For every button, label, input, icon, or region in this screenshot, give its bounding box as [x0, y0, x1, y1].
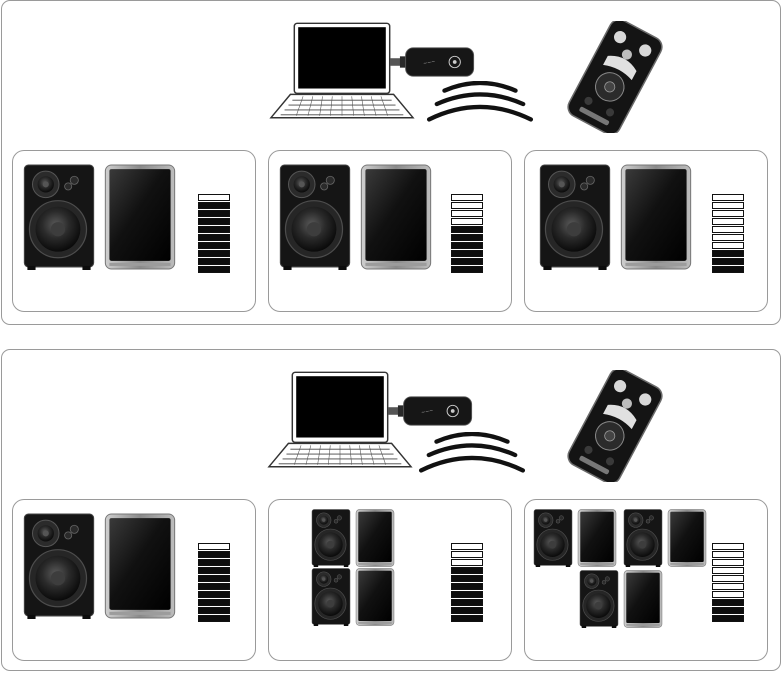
level-segment: [198, 551, 230, 558]
level-segment: [712, 258, 744, 265]
level-segment: [451, 266, 483, 273]
level-segment: [198, 607, 230, 614]
level-segment: [712, 591, 744, 598]
zone-2: [268, 150, 512, 312]
speaker-icon: [579, 570, 619, 628]
level-segment: [451, 575, 483, 582]
level-meter: [712, 543, 744, 623]
level-segment: [198, 194, 230, 201]
level-segment: [198, 210, 230, 217]
level-segment: [712, 607, 744, 614]
speaker-icon: [533, 509, 573, 567]
speaker-icon: [23, 513, 95, 619]
speaker-icon: [539, 164, 611, 270]
tablet-panel-icon: [355, 568, 395, 626]
tablet-panel-icon: [104, 513, 176, 619]
scenario-panel-1: [1, 0, 781, 325]
tablet-panel-icon: [104, 164, 176, 270]
level-segment: [451, 194, 483, 201]
level-segment: [451, 218, 483, 225]
wireless-waves-icon: [418, 432, 526, 480]
level-segment: [198, 567, 230, 574]
tablet-panel-icon: [623, 570, 663, 628]
level-segment: [451, 250, 483, 257]
tablet-panel-icon: [667, 509, 707, 567]
usb-transmitter-icon: [390, 45, 476, 79]
remote-control-icon: [554, 21, 676, 133]
scenario-panel-2: [1, 349, 781, 671]
zone-1: [12, 499, 256, 661]
level-segment: [451, 551, 483, 558]
wireless-waves-icon: [426, 81, 534, 129]
level-segment: [451, 210, 483, 217]
level-segment: [712, 194, 744, 201]
zone-3: [524, 150, 768, 312]
speaker-icon: [623, 509, 663, 567]
zone-1: [12, 150, 256, 312]
level-segment: [198, 234, 230, 241]
level-segment: [712, 202, 744, 209]
level-segment: [712, 210, 744, 217]
level-segment: [712, 559, 744, 566]
level-segment: [712, 242, 744, 249]
level-segment: [198, 258, 230, 265]
speaker-icon: [279, 164, 351, 270]
level-segment: [451, 202, 483, 209]
level-segment: [451, 543, 483, 550]
level-segment: [198, 242, 230, 249]
level-segment: [198, 559, 230, 566]
level-segment: [198, 599, 230, 606]
level-segment: [198, 575, 230, 582]
level-segment: [712, 266, 744, 273]
level-segment: [451, 567, 483, 574]
level-segment: [451, 234, 483, 241]
zone-2: [268, 499, 512, 661]
level-segment: [712, 599, 744, 606]
remote-control-icon: [554, 370, 676, 482]
level-segment: [451, 258, 483, 265]
level-meter: [451, 194, 483, 274]
level-segment: [451, 559, 483, 566]
level-segment: [712, 218, 744, 225]
speaker-icon: [311, 568, 351, 626]
level-segment: [712, 615, 744, 622]
level-segment: [198, 591, 230, 598]
level-meter: [198, 194, 230, 274]
speaker-icon: [23, 164, 95, 270]
level-meter: [451, 543, 483, 623]
level-segment: [198, 543, 230, 550]
level-segment: [451, 583, 483, 590]
level-segment: [712, 226, 744, 233]
tablet-panel-icon: [360, 164, 432, 270]
usb-transmitter-icon: [388, 394, 474, 428]
level-segment: [451, 599, 483, 606]
level-segment: [198, 226, 230, 233]
level-segment: [451, 607, 483, 614]
level-segment: [198, 218, 230, 225]
level-segment: [198, 266, 230, 273]
level-segment: [198, 250, 230, 257]
level-segment: [198, 202, 230, 209]
level-segment: [712, 583, 744, 590]
tablet-panel-icon: [577, 509, 617, 567]
speaker-icon: [311, 509, 351, 567]
level-segment: [451, 226, 483, 233]
level-segment: [451, 591, 483, 598]
level-segment: [712, 234, 744, 241]
level-segment: [198, 615, 230, 622]
level-segment: [712, 543, 744, 550]
level-segment: [712, 551, 744, 558]
level-segment: [712, 575, 744, 582]
level-segment: [451, 615, 483, 622]
zone-3: [524, 499, 768, 661]
level-segment: [712, 567, 744, 574]
level-meter: [712, 194, 744, 274]
level-segment: [451, 242, 483, 249]
level-segment: [712, 250, 744, 257]
level-segment: [198, 583, 230, 590]
level-meter: [198, 543, 230, 623]
tablet-panel-icon: [620, 164, 692, 270]
tablet-panel-icon: [355, 509, 395, 567]
